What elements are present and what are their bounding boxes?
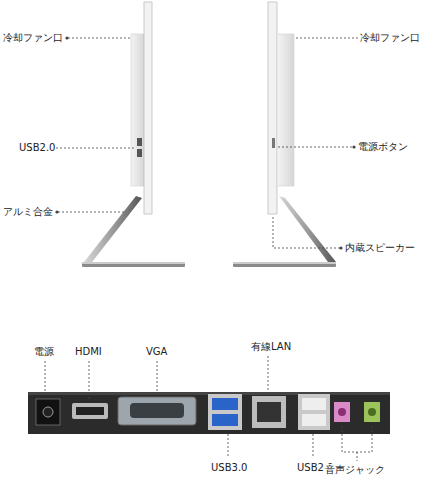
leader-lines: [52, 38, 360, 248]
part-label: 冷却ファン口: [359, 32, 421, 44]
leader-dots: [49, 36, 362, 249]
part-label: 内蔵スピーカー: [344, 242, 416, 254]
leader-lines-bottom: [45, 356, 372, 461]
part-label: VGA: [145, 346, 168, 358]
monitor-right: [233, 2, 336, 267]
part-label: 音声ジャック: [324, 464, 386, 476]
io-panel: [28, 392, 390, 434]
part-label: 電源ボタン: [357, 141, 409, 153]
part-label: アルミ合金: [2, 206, 54, 218]
monitor-left: [82, 2, 185, 267]
part-label: USB2.0: [18, 142, 56, 154]
part-label: 冷却ファン口: [2, 32, 64, 44]
part-label: 有線LAN: [250, 341, 292, 353]
part-label: USB3.0: [210, 462, 248, 474]
part-label: 電源: [33, 346, 55, 358]
part-label: HDMI: [74, 346, 103, 358]
